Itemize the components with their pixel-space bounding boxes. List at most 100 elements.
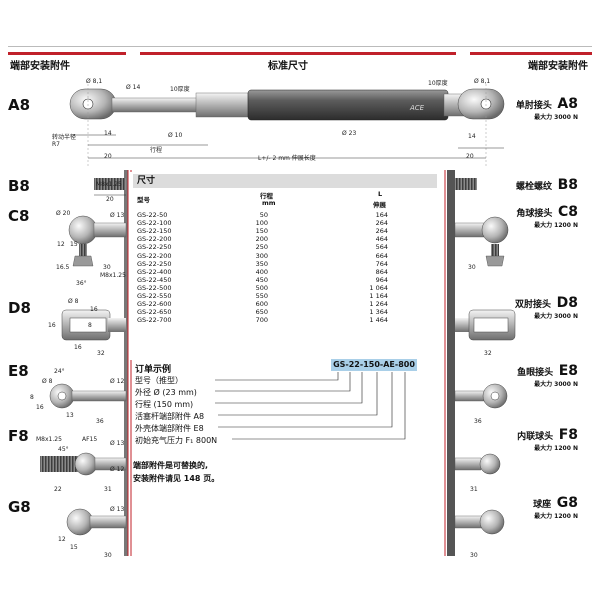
header-center: 标准尺寸 bbox=[268, 61, 308, 72]
c8-dim-30-right: 30 bbox=[468, 264, 476, 271]
table-cell: GS-22-600 bbox=[137, 300, 172, 309]
order-line-stroke: 行程 (150 mm) bbox=[135, 400, 194, 409]
label-c8-max: 最大力 1200 N bbox=[534, 222, 578, 229]
e8-dim-13: 13 bbox=[66, 412, 74, 419]
label-c8-name: 角球接头 bbox=[516, 209, 553, 219]
a8-dim-d10: Ø 10 bbox=[168, 132, 183, 139]
table-cell: 864 bbox=[375, 267, 388, 276]
order-line-rod-end: 活塞杆端部附件 A8 bbox=[135, 412, 205, 421]
row-code-f8: F8 bbox=[8, 427, 29, 445]
label-c8-code: C8 bbox=[557, 204, 578, 220]
note-line-1: 端部附件是可替换的, bbox=[133, 461, 209, 470]
order-line-pressure: 初始充气压力 F₁ 800N bbox=[135, 436, 218, 445]
f8-right-drawing bbox=[454, 453, 501, 475]
g8-dim-d13: Ø 13 bbox=[110, 506, 125, 513]
c8-dim-165: 16.5 bbox=[56, 264, 70, 271]
a8-dim-14: 14 bbox=[104, 130, 112, 137]
table-cell: GS-22-450 bbox=[137, 275, 172, 284]
table-title: 尺寸 bbox=[133, 174, 437, 188]
e8-dim-d8: Ø 8 bbox=[42, 378, 53, 385]
svg-text:ACE: ACE bbox=[409, 104, 425, 112]
table-cell: 264 bbox=[375, 219, 388, 228]
header-left: 端部安装附件 bbox=[10, 61, 70, 72]
a8-dim-d14: Ø 14 bbox=[126, 84, 141, 91]
table-header-stroke-unit: mm bbox=[262, 199, 276, 207]
label-a8-name: 单肘接头 bbox=[515, 101, 552, 111]
table-cell: 1 264 bbox=[369, 300, 388, 309]
e8-dim-angle: 24° bbox=[54, 368, 65, 375]
label-g8-max: 最大力 1200 N bbox=[534, 513, 578, 520]
table-cell: 564 bbox=[375, 243, 388, 252]
c8-dim-angle: 36° bbox=[76, 280, 87, 287]
c8-right-drawing bbox=[454, 216, 509, 267]
d8-dim-32: 32 bbox=[97, 350, 105, 357]
a8-dim-20-left: 20 bbox=[104, 153, 112, 160]
table-cell: GS-22-700 bbox=[137, 316, 172, 325]
a8-dim-length: L+/- 2 mm 伸展长度 bbox=[258, 155, 316, 162]
table-cell: 164 bbox=[375, 211, 388, 219]
label-g8-code: G8 bbox=[556, 495, 578, 511]
a8-dim-20-right: 20 bbox=[466, 153, 474, 160]
table-cell: GS-22-250 bbox=[137, 259, 172, 268]
table-cell: GS-22-400 bbox=[137, 267, 172, 276]
label-f8: 内联球头 F8 最大力 1200 N bbox=[517, 428, 578, 454]
table-cell: 1 464 bbox=[369, 316, 388, 325]
g8-left-drawing bbox=[66, 508, 127, 536]
table-cell: 350 bbox=[255, 259, 268, 268]
label-a8: 单肘接头 A8 最大力 3000 N bbox=[516, 97, 578, 123]
label-f8-max: 最大力 1200 N bbox=[534, 445, 578, 452]
a8-dim-thick-right: 10厚度 bbox=[428, 80, 448, 87]
table-cell: 50 bbox=[259, 211, 268, 219]
d8-right-drawing bbox=[455, 309, 516, 341]
table-cell: GS-22-500 bbox=[137, 283, 172, 292]
table-header-stroke: 行程 bbox=[260, 192, 273, 200]
table-cell: 700 bbox=[255, 316, 268, 325]
order-example-title: 订单示例 bbox=[135, 365, 172, 375]
table-header-model: 型号 bbox=[137, 196, 150, 204]
e8-right-drawing bbox=[454, 383, 508, 409]
table-cell: 150 bbox=[255, 227, 268, 236]
a8-dim-d81-left: Ø 8,1 bbox=[86, 78, 103, 85]
note-line-2: 安装附件请见 148 页。 bbox=[133, 474, 220, 483]
a8-dim-d81-right: Ø 8,1 bbox=[474, 78, 491, 85]
table-cell: 964 bbox=[375, 275, 388, 284]
d8-dim-d8: Ø 8 bbox=[68, 298, 79, 305]
c8-dim-30: 30 bbox=[103, 264, 111, 271]
g8-dim-15: 15 bbox=[70, 544, 78, 551]
e8-dim-16: 16 bbox=[36, 404, 44, 411]
order-example-code: GS-22-150-AE-800 bbox=[331, 359, 417, 371]
b8-dim-20: 20 bbox=[106, 196, 114, 203]
label-e8-name: 鱼眼接头 bbox=[517, 368, 554, 378]
e8-dim-36: 36 bbox=[96, 418, 104, 425]
f8-dim-31-right: 31 bbox=[470, 486, 478, 493]
c8-dim-15: 15 bbox=[70, 241, 78, 248]
label-f8-code: F8 bbox=[558, 427, 578, 443]
label-a8-code: A8 bbox=[557, 96, 578, 112]
f8-dim-d13: Ø 13 bbox=[110, 440, 125, 447]
a8-dim-14-right: 14 bbox=[468, 133, 476, 140]
label-g8-name: 球座 bbox=[533, 500, 552, 510]
e8-dim-36-right: 36 bbox=[474, 418, 482, 425]
order-leaders bbox=[215, 372, 406, 440]
header-right: 端部安装附件 bbox=[528, 61, 588, 72]
e8-left-drawing bbox=[49, 383, 127, 409]
dimension-table-panel bbox=[129, 172, 439, 360]
row-code-a8: A8 bbox=[8, 96, 31, 114]
table-cell: GS-22-200 bbox=[137, 251, 172, 260]
table-cell: 300 bbox=[255, 251, 268, 260]
label-d8: 双肘接头 D8 最大力 3000 N bbox=[515, 296, 578, 322]
f8-dim-m8: M8x1.25 bbox=[36, 436, 62, 443]
table-cell: 1 364 bbox=[369, 308, 388, 317]
g8-dim-30: 30 bbox=[104, 552, 112, 559]
d8-dim-16b: 16 bbox=[48, 322, 56, 329]
e8-dim-8: 8 bbox=[30, 394, 34, 401]
d8-dim-16: 16 bbox=[90, 306, 98, 313]
order-line-body-end: 外壳体端部附件 E8 bbox=[135, 424, 204, 433]
table-cell: GS-22-550 bbox=[137, 292, 172, 300]
d8-left-drawing bbox=[61, 309, 126, 341]
table-header-length: L bbox=[378, 190, 383, 198]
d8-dim-8: 8 bbox=[88, 322, 92, 329]
table-cell: 764 bbox=[375, 259, 388, 268]
top-rule bbox=[8, 46, 592, 47]
